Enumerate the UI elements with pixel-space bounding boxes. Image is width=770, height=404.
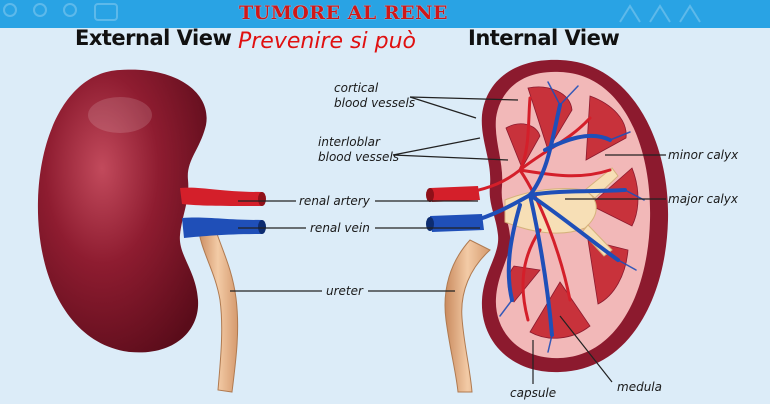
label-renal-vein: renal vein (310, 221, 370, 235)
label-renal-artery: renal artery (299, 194, 370, 208)
internal-view-title: Internal View (468, 26, 620, 50)
label-medula: medula (617, 380, 662, 394)
top-banner (0, 0, 770, 28)
label-interlobar-line1: interloblar (318, 135, 380, 149)
banner-decoration (3, 3, 701, 23)
external-view-title: External View (75, 26, 232, 50)
label-capsule: capsule (510, 386, 557, 400)
subtitle: Prevenire si può (238, 29, 416, 54)
label-cortical-line2: blood vessels (334, 96, 416, 110)
label-interlobar-line2: blood vessels (318, 150, 400, 164)
internal-kidney (426, 59, 669, 393)
label-major-calyx: major calyx (668, 192, 738, 206)
label-minor-calyx: minor calyx (668, 148, 739, 162)
external-kidney (37, 69, 266, 393)
main-title: TUMORE AL RENE (239, 2, 449, 24)
label-cortical-line1: cortical (334, 81, 379, 95)
leader-lines (230, 96, 666, 384)
label-ureter: ureter (326, 284, 363, 298)
